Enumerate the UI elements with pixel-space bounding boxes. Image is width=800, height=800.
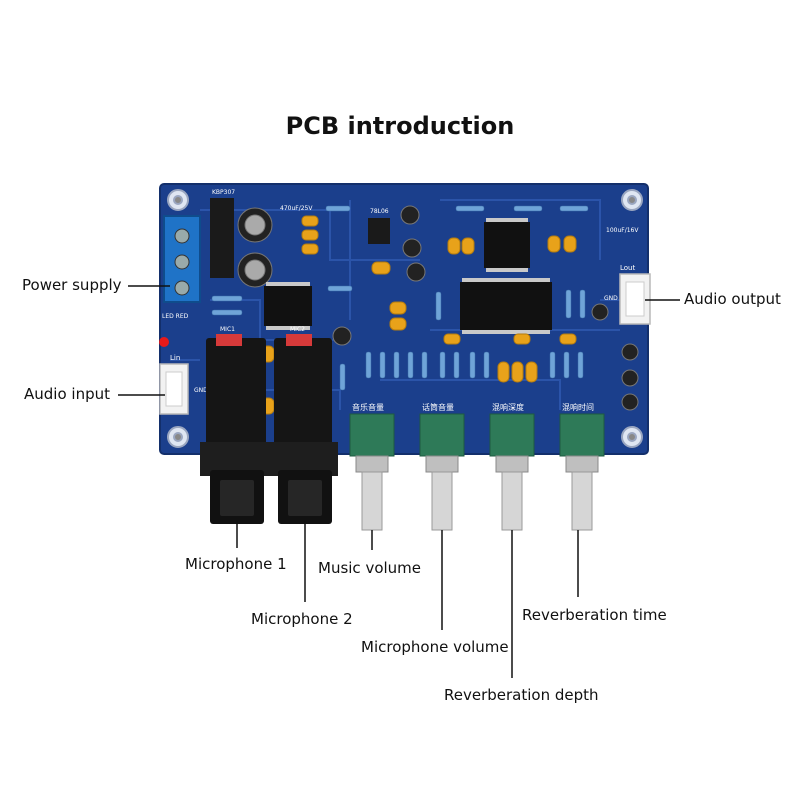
label-audio-output: Audio output [684, 290, 781, 308]
page-title: PCB introduction [285, 112, 515, 140]
potentiometer-reverberation-depth [489, 413, 535, 531]
label-reverberation-time: Reverberation time [522, 606, 667, 624]
reg-label: 78L06 [370, 208, 389, 215]
voltage-regulator [368, 218, 390, 244]
lout-label: Lout [620, 264, 635, 272]
ic-chips [264, 222, 552, 330]
label-music-volume: Music volume [318, 559, 422, 577]
pot1-label: 音乐音量 [352, 402, 384, 412]
led-red [159, 337, 169, 347]
potentiometer-music-volume [349, 413, 395, 531]
audio-output-header [619, 273, 651, 325]
label-microphone-volume: Microphone volume [361, 638, 509, 656]
gnd-label-in: GND [194, 387, 208, 394]
label-microphone-1: Microphone 1 [185, 555, 287, 573]
cap2-label: 470uF/25V [280, 205, 313, 212]
cap1-label: 100uF/16V [606, 227, 639, 234]
audio-input-header [159, 363, 189, 415]
led-label: LED RED [162, 313, 189, 320]
pot4-label: 混响时间 [562, 402, 594, 412]
electrolytic-capacitors [237, 205, 639, 411]
microphone-jack-2 [268, 334, 338, 524]
bridge-rectifier [210, 198, 234, 278]
lin-label: Lin [170, 354, 180, 362]
mounting-holes [167, 189, 643, 448]
mic1-label: MIC1 [220, 326, 235, 333]
label-reverberation-depth: Reverberation depth [444, 686, 599, 704]
pot2-label: 话筒音量 [422, 402, 454, 412]
label-audio-input: Audio input [24, 385, 110, 403]
microphone-jack-1 [200, 334, 270, 524]
potentiometer-microphone-volume [419, 413, 465, 531]
resistors [211, 205, 589, 391]
gnd-label-out: GND [604, 295, 618, 302]
pot3-label: 混响深度 [492, 402, 524, 412]
leader-lines [118, 285, 680, 678]
power-terminal-block [163, 215, 201, 303]
label-microphone-2: Microphone 2 [251, 610, 353, 628]
ceramic-capacitors [261, 215, 577, 415]
mic2-label: MIC2 [290, 326, 305, 333]
label-power-supply: Power supply [22, 276, 122, 294]
kbp-label: KBP307 [212, 189, 235, 196]
potentiometer-reverberation-time [559, 413, 605, 531]
ic-pins [266, 218, 550, 334]
